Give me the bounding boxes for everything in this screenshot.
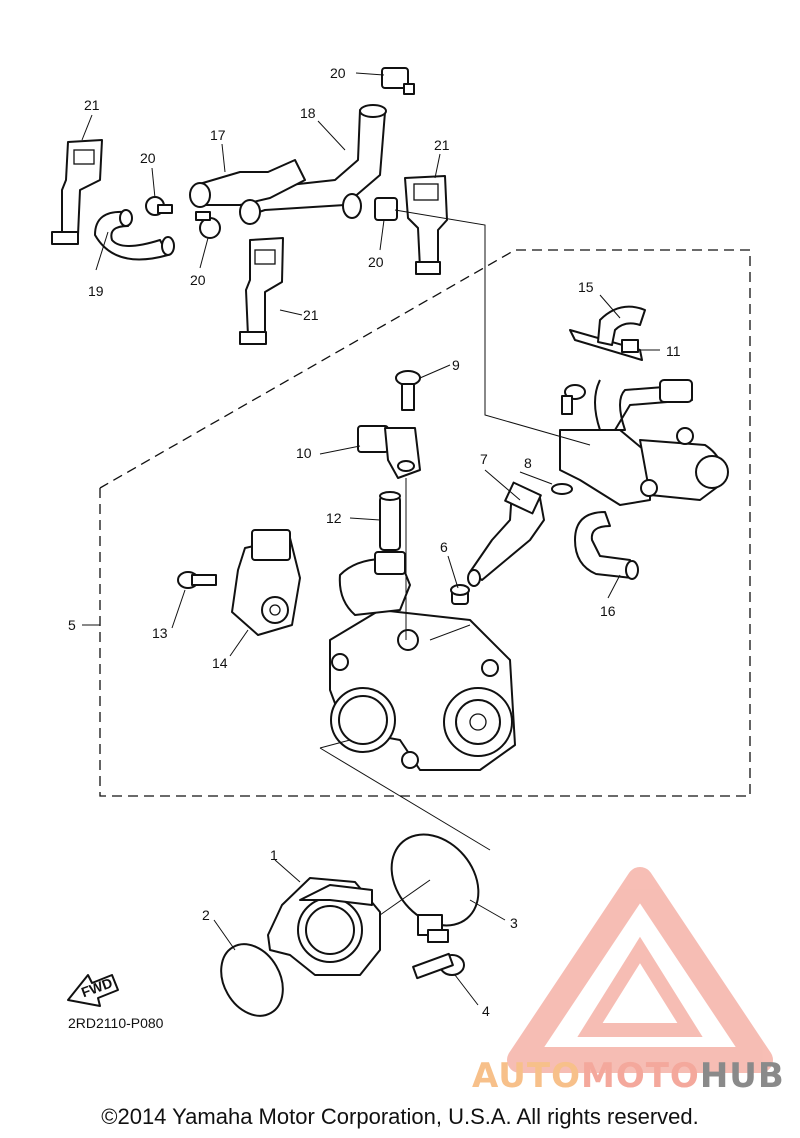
bracket-21-a xyxy=(51,139,103,245)
callout-3: 3 xyxy=(510,915,518,931)
callout-7: 7 xyxy=(480,451,488,467)
copyright-notice: ©2014 Yamaha Motor Corporation, U.S.A. A… xyxy=(101,1104,699,1129)
callout-20: 20 xyxy=(330,65,346,81)
callout-12: 12 xyxy=(326,510,342,526)
hose-16 xyxy=(574,511,639,580)
callout-18: 18 xyxy=(300,105,316,121)
callout-5: 5 xyxy=(68,617,76,633)
clamp-20-d xyxy=(374,197,398,221)
bolt-4 xyxy=(412,952,465,980)
diagram-code: 2RD2110-P080 xyxy=(68,1015,164,1031)
bracket-21-c xyxy=(239,237,284,345)
clamp-20-c xyxy=(381,67,415,95)
callout-10: 10 xyxy=(296,445,312,461)
callout-labels: 21 19 20 20 17 18 20 21 20 21 15 11 9 10… xyxy=(68,65,681,1019)
screw-13 xyxy=(177,571,217,589)
pipe-12 xyxy=(379,491,401,551)
callout-9: 9 xyxy=(452,357,460,373)
callout-2: 2 xyxy=(202,907,210,923)
screw-valve xyxy=(561,384,586,415)
callout-21: 21 xyxy=(84,97,100,113)
bracket-11 xyxy=(569,329,643,361)
hose-15 xyxy=(597,305,646,346)
callout-14: 14 xyxy=(212,655,228,671)
hose-19 xyxy=(94,210,169,261)
throttle-position-sensor-14 xyxy=(231,529,301,636)
callout-11: 11 xyxy=(666,343,681,359)
callout-13: 13 xyxy=(152,625,168,641)
callout-19: 19 xyxy=(88,283,104,299)
watermark-text: AUTOMOTOHUB xyxy=(472,1056,785,1096)
callout-16: 16 xyxy=(600,603,616,619)
callout-6: 6 xyxy=(440,539,448,555)
screw-9 xyxy=(395,370,421,411)
callout-21: 21 xyxy=(434,137,450,153)
watermark-logo xyxy=(507,867,773,1073)
valve-assembly xyxy=(559,379,729,506)
o-ring-8 xyxy=(551,483,573,495)
intake-joint-1 xyxy=(267,877,381,976)
callout-17: 17 xyxy=(210,127,226,143)
callout-8: 8 xyxy=(524,455,532,471)
assembly-boundary xyxy=(99,249,751,797)
seal-6 xyxy=(450,584,470,605)
sensor-10 xyxy=(357,425,421,479)
callout-20: 20 xyxy=(190,272,206,288)
callout-20: 20 xyxy=(368,254,384,270)
leader-lines xyxy=(81,72,660,1006)
callout-4: 4 xyxy=(482,1003,490,1019)
callout-15: 15 xyxy=(578,279,594,295)
bracket-21-b xyxy=(404,175,448,275)
hose-17 xyxy=(195,159,306,206)
hose-18-end xyxy=(359,104,387,118)
callout-21: 21 xyxy=(303,307,319,323)
callout-1: 1 xyxy=(270,847,278,863)
fwd-arrow-icon xyxy=(67,974,119,1007)
callout-20: 20 xyxy=(140,150,156,166)
throttle-body xyxy=(329,551,516,771)
clamp-3 xyxy=(390,833,480,943)
clamp-20-a xyxy=(145,196,173,216)
clamp-20-b xyxy=(195,211,221,239)
injector-7 xyxy=(467,481,545,587)
